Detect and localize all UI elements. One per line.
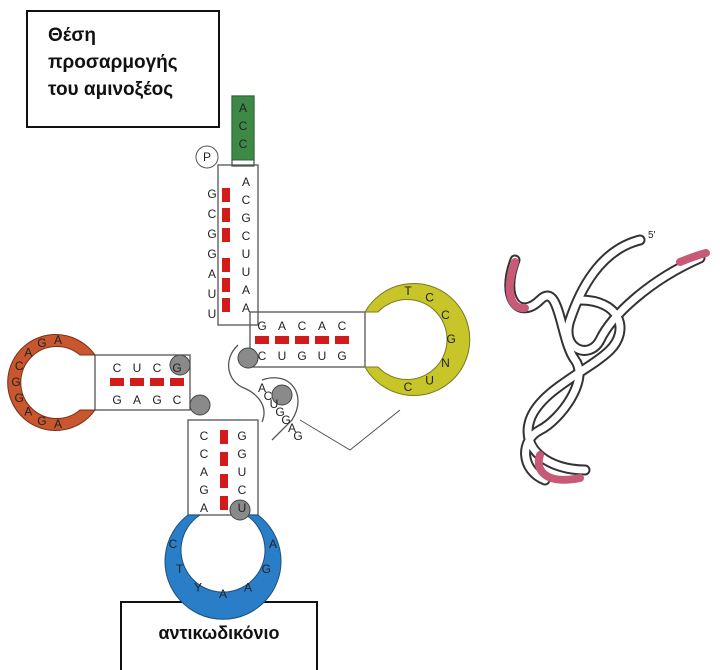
nucleotide-t-stem-top: C <box>338 319 347 333</box>
nucleotide-anticodon-loop: A <box>269 537 277 551</box>
nucleotide-d-stem-top: G <box>172 361 181 375</box>
nucleotide-t-stem-top: A <box>278 319 286 333</box>
nucleotide-t-stem-bottom: U <box>278 349 287 363</box>
nucleotide-anticodon-stem-right: G <box>237 429 246 443</box>
nucleotide-acceptor-5prime: U <box>208 307 217 321</box>
nucleotide-acceptor-5prime: G <box>207 227 216 241</box>
nucleotide-acceptor-3prime: U <box>242 247 251 261</box>
nucleotide-acceptor-3prime: C <box>242 229 251 243</box>
nucleotide-d-stem-top: C <box>153 361 162 375</box>
nucleotide-t-loop: G <box>447 332 456 346</box>
base-pairs <box>110 188 349 510</box>
nucleotide-anticodon-loop: A <box>219 587 227 601</box>
nucleotide-variable-loop: G <box>293 429 302 443</box>
d-loop <box>8 335 95 431</box>
nucleotide-d-loop: A <box>24 345 32 359</box>
nucleotide-anticodon-stem-right: U <box>238 501 247 515</box>
nucleotide-t-loop: U <box>425 374 434 388</box>
nucleotide-acceptor-3prime: A <box>242 175 250 189</box>
nucleotide-anticodon-stem-left: C <box>200 429 209 443</box>
nucleotide-d-stem-bottom: G <box>152 393 161 407</box>
nucleotide-t-loop: C <box>425 290 434 304</box>
nucleotide-d-loop: A <box>24 405 32 419</box>
nucleotide-acceptor-5prime: G <box>207 247 216 261</box>
nucleotide-anticodon-stem-left: A <box>200 465 208 479</box>
modified-base <box>190 395 210 415</box>
nucleotide-anticodon-stem-right: G <box>237 447 246 461</box>
nucleotide-t-stem-bottom: G <box>297 349 306 363</box>
modified-base <box>238 348 258 368</box>
nucleotide-t-loop: N <box>441 356 450 370</box>
nucleotide-d-stem-bottom: G <box>112 393 121 407</box>
trna-cloverleaf: P <box>8 96 470 619</box>
nucleotide-anticodon-stem-right: U <box>238 465 247 479</box>
nucleotide-anticodon-stem-left: A <box>200 501 208 515</box>
nucleotide-t-stem-bottom: G <box>337 349 346 363</box>
tertiary-5prime-label: 5' <box>648 230 656 241</box>
nucleotide-anticodon-loop: Y <box>194 580 202 594</box>
nucleotide-t-stem-top: G <box>257 319 266 333</box>
t-arm-connector <box>300 410 400 450</box>
nucleotide-d-loop: A <box>54 417 62 431</box>
nucleotide-d-stem-bottom: C <box>173 393 182 407</box>
nucleotide-t-stem-bottom: U <box>318 349 327 363</box>
nucleotide-acceptor-5prime: G <box>207 187 216 201</box>
nucleotide-acceptor-5prime: U <box>208 287 217 301</box>
nucleotide-acceptor-3prime: U <box>242 265 251 279</box>
nucleotide-d-stem-top: U <box>133 361 142 375</box>
nucleotide-t-loop: C <box>404 380 413 394</box>
nucleotide-t-loop: T <box>404 284 412 298</box>
nucleotide-d-loop: A <box>54 333 62 347</box>
nucleotide-acceptor-3prime: G <box>241 211 250 225</box>
nucleotide-acceptor-3prime: A <box>242 301 250 315</box>
nucleotide-anticodon-stem-left: G <box>199 483 208 497</box>
nucleotide-d-loop: C <box>15 359 24 373</box>
nucleotide-anticodon-stem-right: C <box>238 483 247 497</box>
nucleotide-d-loop: G <box>11 375 20 389</box>
nucleotide-anticodon-loop: T <box>176 562 184 576</box>
phosphate-label: P <box>203 150 211 164</box>
nucleotide-acceptor-tip: C <box>239 119 248 133</box>
nucleotide-d-loop: G <box>37 336 46 350</box>
nucleotide-t-loop: C <box>441 308 450 322</box>
nucleotide-d-stem-bottom: A <box>133 393 141 407</box>
nucleotide-acceptor-3prime: C <box>242 193 251 207</box>
nucleotide-t-stem-top: A <box>318 319 326 333</box>
nucleotide-d-stem-top: C <box>113 361 122 375</box>
nucleotide-anticodon-loop: C <box>169 537 178 551</box>
nucleotide-acceptor-5prime: A <box>208 267 216 281</box>
nucleotide-acceptor-tip: C <box>239 137 248 151</box>
nucleotide-acceptor-5prime: C <box>208 207 217 221</box>
nucleotide-acceptor-tip: A <box>239 101 247 115</box>
nucleotide-anticodon-loop: G <box>262 562 271 576</box>
nucleotide-acceptor-3prime: A <box>242 283 250 297</box>
nucleotide-anticodon-loop: A <box>244 580 252 594</box>
nucleotide-t-stem-top: C <box>298 319 307 333</box>
nucleotide-anticodon-stem-left: C <box>200 447 209 461</box>
nucleotide-t-stem-bottom: C <box>258 349 267 363</box>
trna-tertiary-structure: 5' <box>510 230 706 480</box>
nucleotide-d-loop: G <box>37 414 46 428</box>
nucleotide-d-loop: G <box>15 391 24 405</box>
